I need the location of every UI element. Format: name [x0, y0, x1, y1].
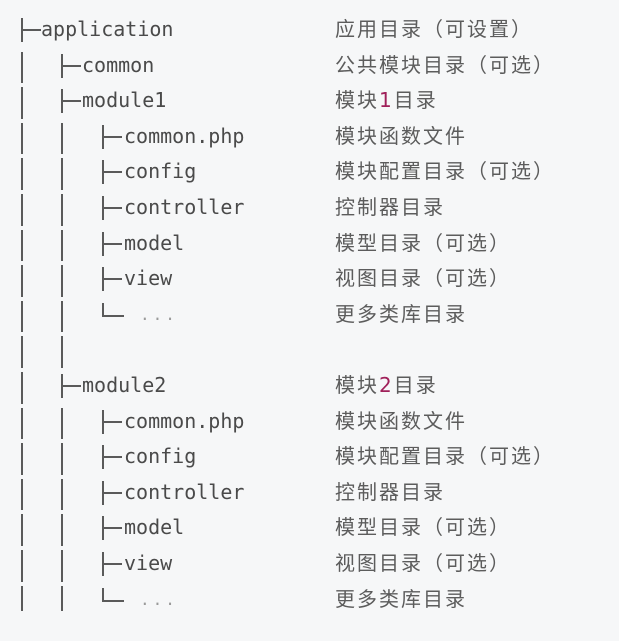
tree-row-controller: controller 控制器目录: [0, 475, 619, 511]
dir-name: model: [124, 515, 185, 540]
tree-row-module1: module1 模块1目录: [0, 83, 619, 119]
tree-row-config: config 模块配置目录（可选）: [0, 439, 619, 475]
dir-name: common: [82, 52, 155, 77]
dir-description: 更多类库目录: [335, 586, 467, 611]
dir-name: controller: [124, 479, 245, 504]
dir-name: module1: [82, 88, 167, 113]
ellipsis: ...: [140, 589, 178, 609]
tree-line-icon: [21, 336, 23, 368]
module-number: 2: [379, 372, 394, 397]
tree-row-common-php: common.php 模块函数文件: [0, 119, 619, 155]
dir-description: 公共模块目录（可选）: [335, 52, 555, 77]
tree-row-model: model 模型目录（可选）: [0, 510, 619, 546]
tree-line-icon: [61, 122, 63, 155]
tree-line-icon: [21, 585, 23, 612]
tree-row-view: view 视图目录（可选）: [0, 546, 619, 582]
dir-name: view: [124, 266, 173, 291]
tree-line-icon: [21, 229, 23, 262]
tree-line-icon: [61, 407, 63, 440]
tree-line-icon: [21, 51, 23, 84]
dir-description: 视图目录（可选）: [335, 550, 511, 575]
tree-line-icon: [61, 336, 63, 368]
dir-name: application: [41, 17, 174, 41]
dir-description: 模块1目录: [335, 88, 438, 113]
tree-line-icon: [21, 158, 23, 190]
tree-row-controller: controller 控制器目录: [0, 190, 619, 226]
tree-row-module2: module2 模块2目录: [0, 368, 619, 404]
dir-description: 模型目录（可选）: [335, 230, 511, 255]
tree-row-more: ... 更多类库目录: [0, 297, 619, 333]
tree-line-icon: [21, 265, 23, 297]
dir-description: 模块函数文件: [335, 408, 467, 433]
tree-row-model: model 模型目录（可选）: [0, 226, 619, 262]
tree-line-icon: [61, 478, 63, 511]
module-number: 1: [379, 88, 394, 113]
directory-tree: application 应用目录（可设置） common 公共模块目录（可选） …: [0, 12, 619, 617]
dir-description: 控制器目录: [335, 479, 445, 504]
tree-line-icon: [61, 585, 63, 612]
tree-line-icon: [61, 229, 63, 262]
tree-line-icon: [61, 158, 63, 190]
tree-line-icon: [21, 549, 23, 582]
tree-line-icon: [61, 443, 63, 475]
tree-line-icon: [61, 514, 63, 546]
dir-description: 模型目录（可选）: [335, 515, 511, 540]
tree-row-more: ... 更多类库目录: [0, 582, 619, 618]
dir-description: 模块2目录: [335, 372, 438, 397]
tree-line-icon: [21, 87, 23, 119]
tree-line-icon: [61, 265, 63, 297]
dir-description: 模块配置目录（可选）: [335, 159, 555, 184]
dir-description: 模块函数文件: [335, 123, 467, 148]
tree-line-icon: [21, 478, 23, 511]
dir-name: controller: [124, 194, 245, 219]
file-name: common.php: [124, 123, 245, 148]
dir-description: 应用目录（可设置）: [335, 17, 533, 41]
dir-name: view: [124, 550, 173, 575]
tree-line-icon: [21, 300, 23, 333]
tree-line-icon: [21, 514, 23, 546]
tree-line-icon: [21, 443, 23, 475]
dir-name: config: [124, 444, 197, 469]
tree-line-icon: [21, 122, 23, 155]
dir-description: 视图目录（可选）: [335, 266, 511, 291]
file-name: common.php: [124, 408, 245, 433]
tree-row-spacer: [0, 332, 619, 368]
ellipsis: ...: [140, 304, 178, 324]
tree-row-application: application 应用目录（可设置）: [0, 12, 619, 48]
tree-line-icon: [61, 549, 63, 582]
tree-row-config: config 模块配置目录（可选）: [0, 154, 619, 190]
tree-row-common-php: common.php 模块函数文件: [0, 404, 619, 440]
tree-row-view: view 视图目录（可选）: [0, 261, 619, 297]
tree-line-icon: [21, 407, 23, 440]
tree-line-icon: [21, 193, 23, 226]
dir-description: 控制器目录: [335, 194, 445, 219]
dir-description: 模块配置目录（可选）: [335, 444, 555, 469]
dir-name: config: [124, 159, 197, 184]
tree-row-common: common 公共模块目录（可选）: [0, 48, 619, 84]
tree-line-icon: [21, 371, 23, 404]
dir-name: module2: [82, 372, 167, 397]
dir-description: 更多类库目录: [335, 301, 467, 326]
dir-name: model: [124, 230, 185, 255]
tree-line-icon: [61, 193, 63, 226]
tree-line-icon: [61, 300, 63, 333]
